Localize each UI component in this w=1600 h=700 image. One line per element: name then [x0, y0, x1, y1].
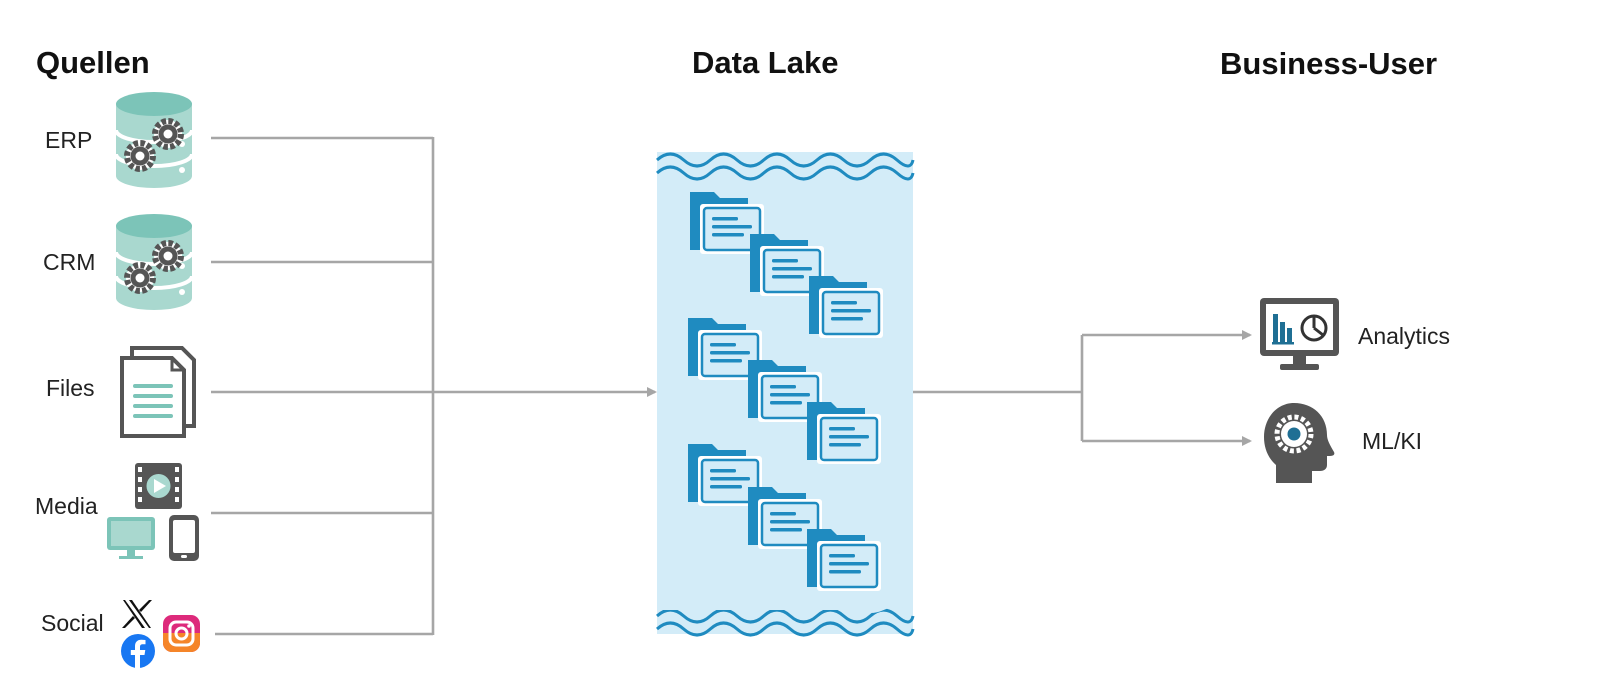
ai-head-gear-icon — [1264, 403, 1335, 483]
social-media-icon — [121, 600, 200, 668]
instagram-logo-icon — [163, 615, 200, 652]
business-user-heading: Business-User — [1220, 46, 1437, 81]
monitor-icon — [107, 517, 155, 559]
data-lake-heading: Data Lake — [692, 45, 838, 80]
database-gear-icon — [116, 214, 192, 310]
database-gear-icon — [116, 92, 192, 188]
tablet-icon — [169, 515, 199, 561]
source-label-erp: ERP — [45, 127, 92, 153]
source-label-files: Files — [46, 375, 95, 401]
x-logo-icon — [122, 600, 152, 628]
video-film-icon — [135, 463, 182, 509]
facebook-logo-icon — [121, 634, 155, 668]
documents-icon — [120, 346, 196, 438]
source-label-social: Social — [41, 610, 104, 636]
source-label-crm: CRM — [43, 249, 95, 275]
sources-heading: Quellen — [36, 45, 150, 80]
source-connectors — [211, 136, 435, 636]
consumer-label-ml-ki: ML/KI — [1362, 428, 1422, 454]
media-devices-icon — [107, 463, 199, 561]
output-connectors — [913, 330, 1252, 446]
analytics-monitor-icon — [1260, 298, 1339, 370]
consumer-label-analytics: Analytics — [1358, 323, 1450, 349]
source-label-media: Media — [35, 493, 98, 519]
